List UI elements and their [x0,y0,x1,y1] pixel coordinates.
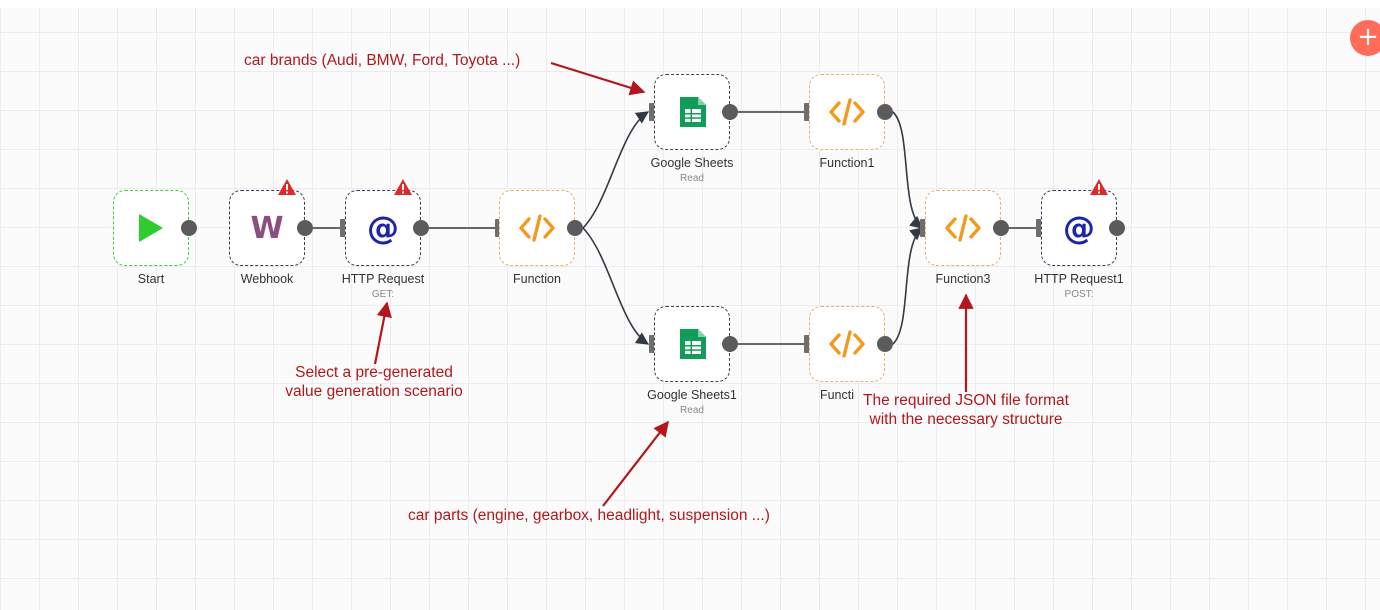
connection-function-sheets [582,111,650,229]
annotation-scenario: Select a pre-generated value generation … [264,363,484,401]
code-icon [945,213,981,243]
node-label-start: Start [137,272,165,286]
node-start[interactable] [113,190,189,266]
node-function2[interactable] [809,306,885,382]
node-sublabel-http-request: GET: [371,289,395,300]
code-icon [829,329,865,359]
function2-input-port[interactable] [804,335,812,353]
node-label-function1: Function1 [819,156,875,170]
at-sign-icon: @ [367,209,399,247]
function1-input-port[interactable] [804,103,812,121]
sheets1-output-port[interactable] [722,336,738,352]
annotation-json-line2: with the necessary structure [869,411,1063,428]
node-function[interactable] [499,190,575,266]
node-sublabel-http-request1: POST: [1064,289,1094,300]
node-google-sheets[interactable] [654,74,730,150]
annotation-arrow-scenario [373,301,392,365]
webhook-icon: W [250,210,284,246]
node-sublabel-google-sheets1: Read [680,405,704,416]
node-label-function2: Functi [819,388,855,402]
http-input-port[interactable] [340,219,348,237]
node-label-function3: Function3 [935,272,991,286]
node-function1[interactable] [809,74,885,150]
start-output-port[interactable] [181,220,197,236]
annotation-car-parts: car parts (engine, gearbox, headlight, s… [408,507,770,524]
connection-function-sheets1 [582,227,650,345]
google-sheets-icon [677,96,707,128]
function3-input-port[interactable] [920,219,928,237]
annotation-json-format: The required JSON file format with the n… [852,391,1080,429]
annotation-scenario-line2: value generation scenario [285,383,463,400]
annotation-arrow-parts [602,420,669,507]
http-output-port[interactable] [413,220,429,236]
connection-function2-function3 [892,227,923,345]
annotation-scenario-line1: Select a pre-generated [295,364,453,381]
code-icon [519,213,555,243]
node-webhook[interactable]: W [229,190,305,266]
node-google-sheets1[interactable] [654,306,730,382]
annotation-car-brands: car brands (Audi, BMW, Ford, Toyota ...) [244,52,521,69]
warning-icon[interactable] [277,178,297,196]
play-icon [136,212,166,244]
node-label-http-request1: HTTP Request1 [1034,272,1124,286]
code-icon [829,97,865,127]
add-node-button[interactable]: + [1350,20,1380,56]
node-label-webhook: Webhook [240,272,294,286]
warning-icon[interactable] [393,178,413,196]
google-sheets-icon [677,328,707,360]
node-http-request1[interactable]: @ [1041,190,1117,266]
warning-icon[interactable] [1089,178,1109,196]
function1-output-port[interactable] [877,104,893,120]
sheets-output-port[interactable] [722,104,738,120]
function3-output-port[interactable] [993,220,1009,236]
connection-function1-function3 [892,111,923,229]
webhook-output-port[interactable] [297,220,313,236]
sheets-input-port[interactable] [649,103,657,121]
node-function3[interactable] [925,190,1001,266]
node-http-request[interactable]: @ [345,190,421,266]
at-sign-icon: @ [1063,209,1095,247]
annotation-arrow-brands [550,61,646,96]
function2-output-port[interactable] [877,336,893,352]
annotation-json-line1: The required JSON file format [863,392,1069,409]
http1-output-port[interactable] [1109,220,1125,236]
node-label-google-sheets1: Google Sheets1 [647,388,737,402]
http1-input-port[interactable] [1036,219,1044,237]
node-sublabel-google-sheets: Read [680,173,704,184]
function-output-port[interactable] [567,220,583,236]
node-label-google-sheets: Google Sheets [650,156,734,170]
sheets1-input-port[interactable] [649,335,657,353]
node-label-http-request: HTTP Request [341,272,425,286]
node-label-function: Function [513,272,561,286]
